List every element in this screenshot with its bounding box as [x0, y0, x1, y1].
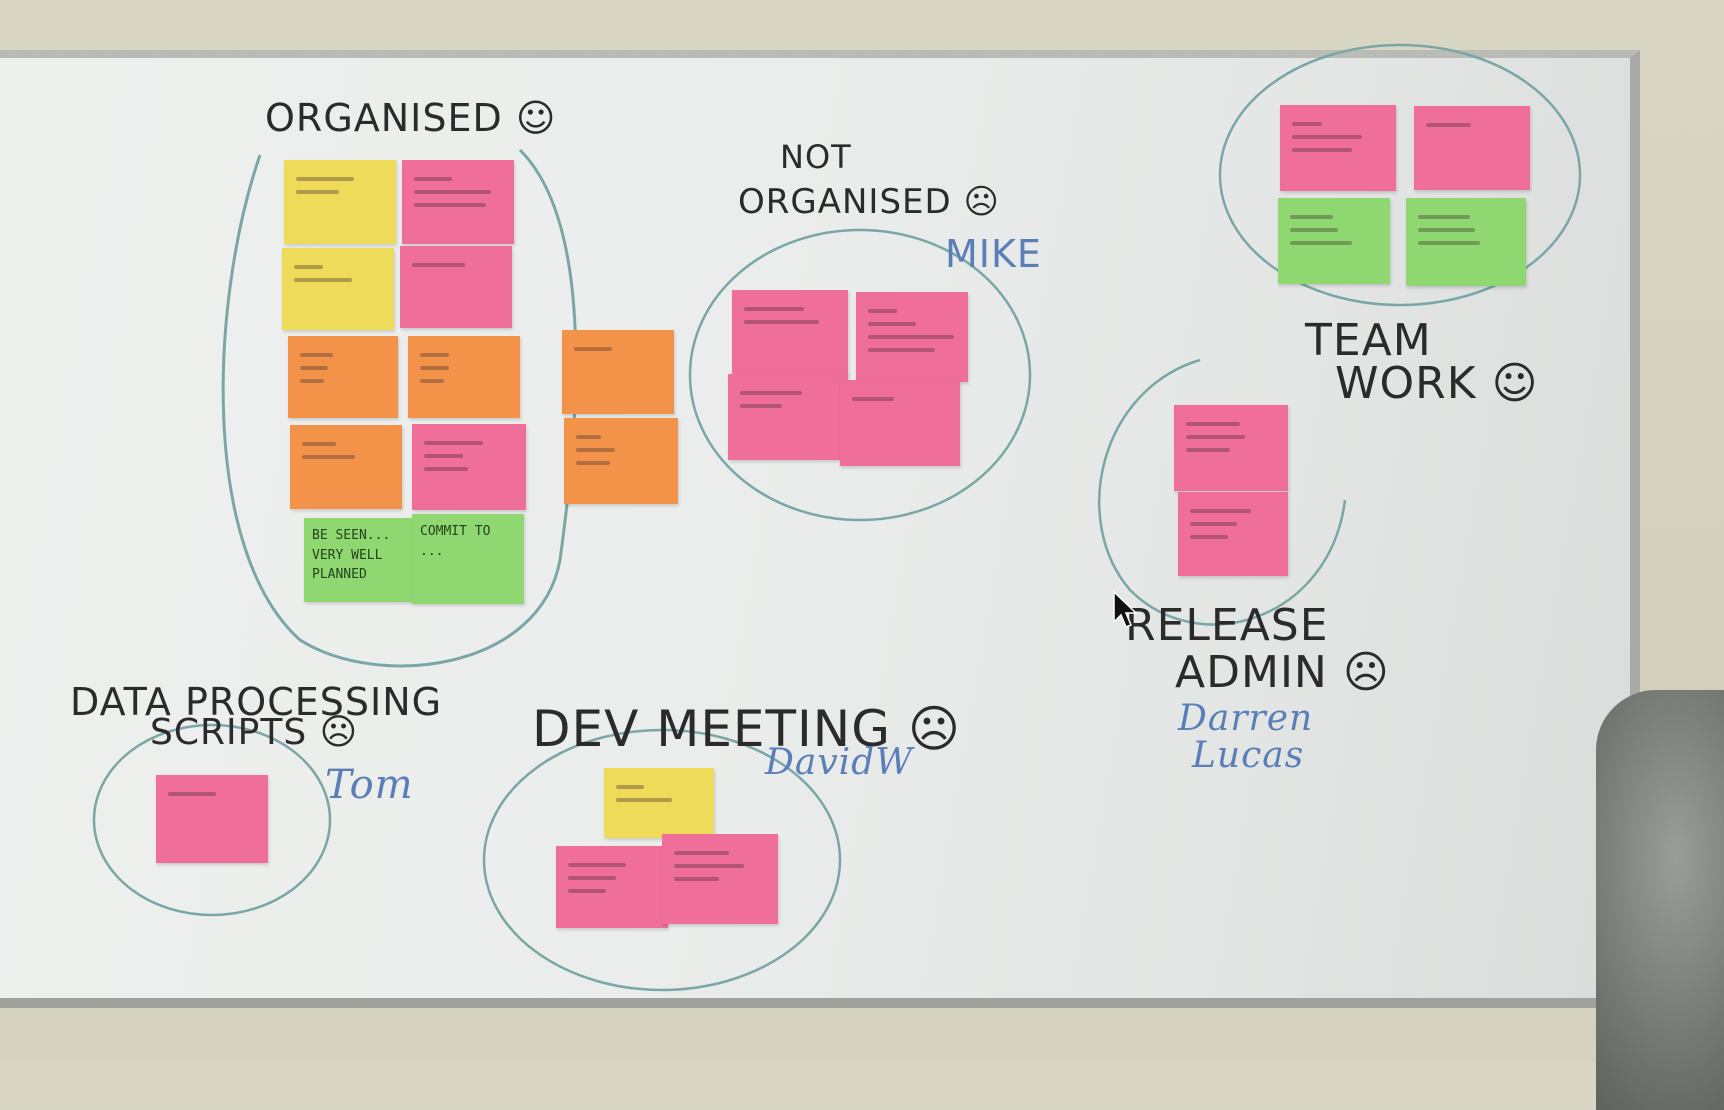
sticky-note [288, 336, 398, 418]
sticky-note [856, 292, 968, 382]
sad-face-icon: ☹ [319, 712, 359, 753]
sticky-note [728, 374, 848, 460]
heading-not-organised-line1: NOT [780, 138, 852, 176]
heading-organised: ORGANISED ☺ [265, 96, 557, 140]
sticky-note [564, 418, 678, 504]
sticky-note-commit: COMMIT TO ... [412, 514, 524, 604]
happy-face-icon: ☺ [515, 96, 557, 140]
sticky-note [282, 248, 394, 330]
sticky-note [402, 160, 514, 244]
sticky-note [408, 336, 520, 418]
sticky-note [156, 775, 268, 863]
sticky-note [556, 846, 668, 928]
sticky-note [1174, 405, 1288, 491]
sad-face-icon: ☹ [907, 700, 961, 758]
sticky-note [400, 246, 512, 328]
sticky-note [284, 160, 396, 244]
heading-team-work-line2: WORK ☺ [1335, 358, 1539, 409]
happy-face-icon: ☺ [1491, 358, 1539, 409]
sticky-note [662, 834, 778, 924]
heading-release-admin-line1: RELEASE [1125, 600, 1329, 651]
name-tom: Tom [325, 762, 414, 808]
sticky-note-be-seen: BE SEEN... VERY WELL PLANNED [304, 518, 412, 602]
sticky-note [412, 424, 526, 510]
sticky-note [1406, 198, 1526, 286]
sad-face-icon: ☹ [1342, 647, 1390, 698]
sticky-note [840, 380, 960, 466]
mouse-cursor-icon [1113, 590, 1138, 628]
sad-face-icon: ☹ [963, 182, 1000, 222]
sticky-note [1280, 105, 1396, 191]
heading-dev-meeting: DEV MEETING ☹ [532, 700, 961, 758]
sticky-note [1414, 106, 1530, 190]
sticky-note [290, 425, 402, 509]
heading-team-work-line1: TEAM [1305, 315, 1432, 366]
heading-release-admin-line2: ADMIN ☹ [1175, 647, 1390, 698]
heading-data-processing-line1: DATA PROCESSING [70, 680, 443, 724]
heading-data-processing-line2: SCRIPTS ☹ [150, 712, 359, 753]
sticky-note [732, 290, 848, 376]
wall-below-board [0, 1008, 1640, 1062]
sticky-note [1278, 198, 1390, 284]
sticky-note [1178, 492, 1288, 576]
name-darren: Darren [1178, 698, 1314, 739]
sticky-note [604, 768, 714, 838]
name-mike: MIKE [945, 232, 1042, 276]
person-shoulder [1596, 690, 1724, 1110]
name-lucas: Lucas [1192, 735, 1305, 776]
heading-not-organised-line2: ORGANISED ☹ [738, 182, 1000, 222]
sticky-note [562, 330, 674, 414]
name-davidw: DavidW [765, 742, 914, 783]
